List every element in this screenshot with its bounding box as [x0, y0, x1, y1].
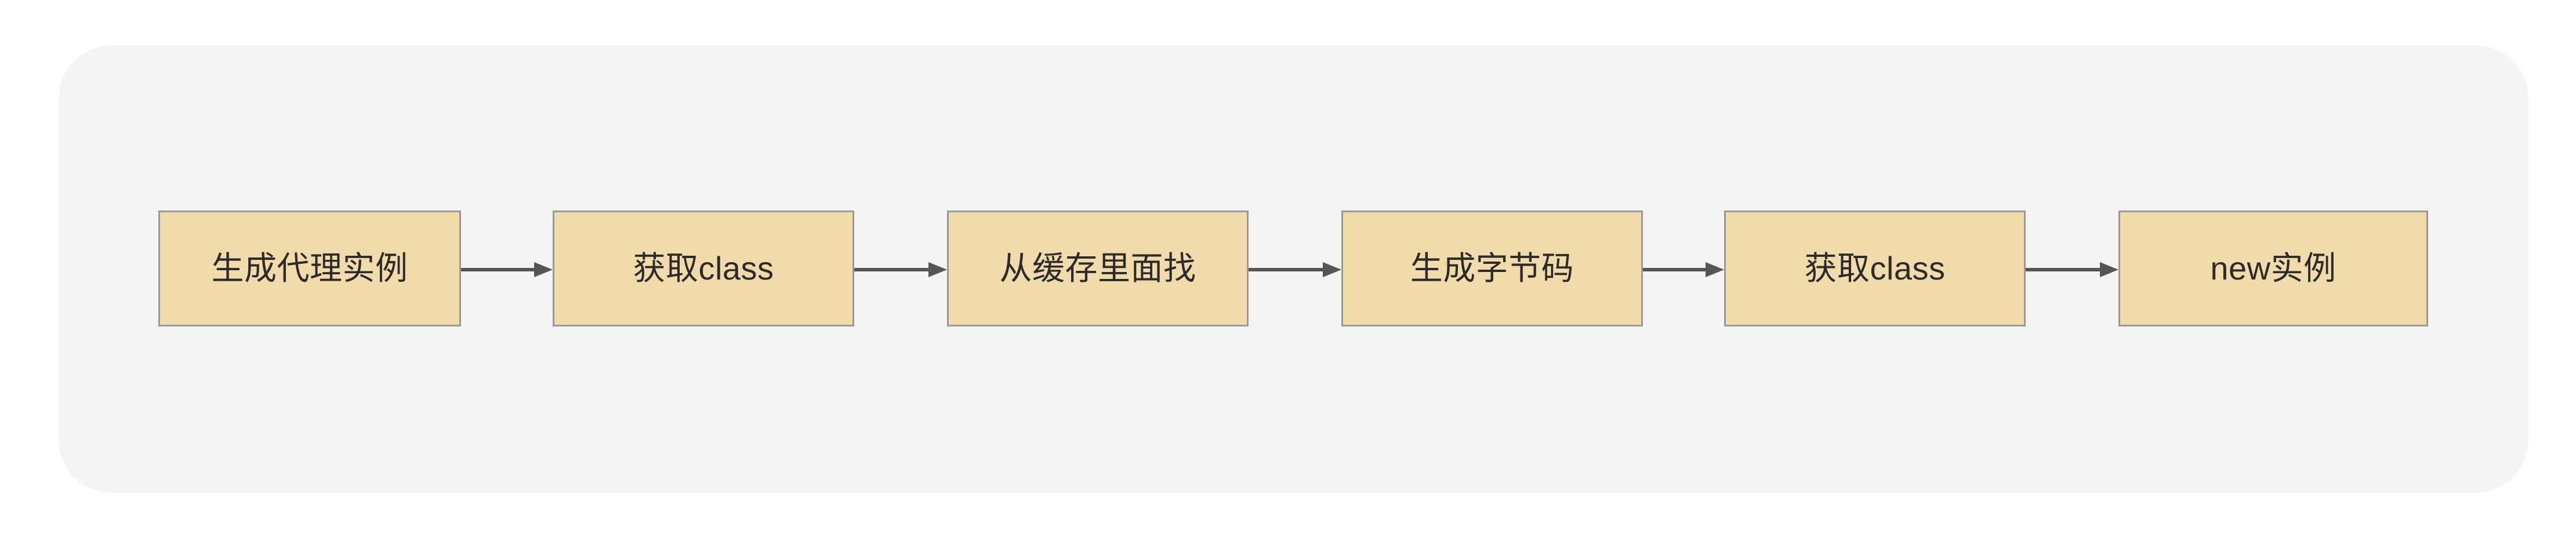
flow-node-label: 获取class — [1804, 250, 1946, 286]
flow-arrow-1 — [854, 258, 947, 281]
flow-node-get-class-1[interactable]: 获取class — [553, 211, 854, 326]
flow-node-generate-proxy-instance[interactable]: 生成代理实例 — [158, 211, 461, 326]
flow-node-label: 生成字节码 — [1410, 250, 1574, 286]
arrow-right-icon — [2026, 262, 2118, 277]
flow-node-label: 生成代理实例 — [211, 250, 408, 286]
flow-node-label: new实例 — [2210, 250, 2336, 286]
flow-node-new-instance[interactable]: new实例 — [2118, 211, 2428, 326]
flow-arrow-4 — [2026, 258, 2118, 281]
flow-node-label: 从缓存里面找 — [999, 250, 1196, 286]
arrow-right-icon — [461, 262, 553, 277]
arrow-right-icon — [1643, 262, 1724, 277]
arrow-right-icon — [1249, 262, 1341, 277]
flow-node-find-in-cache[interactable]: 从缓存里面找 — [947, 211, 1249, 326]
flow-arrow-3 — [1643, 258, 1724, 281]
flow-arrow-0 — [461, 258, 553, 281]
flow-arrow-2 — [1249, 258, 1341, 281]
flow-node-generate-bytecode[interactable]: 生成字节码 — [1341, 211, 1643, 326]
arrow-right-icon — [854, 262, 947, 277]
flow-node-get-class-2[interactable]: 获取class — [1724, 211, 2026, 326]
flow-node-label: 获取class — [633, 250, 774, 286]
